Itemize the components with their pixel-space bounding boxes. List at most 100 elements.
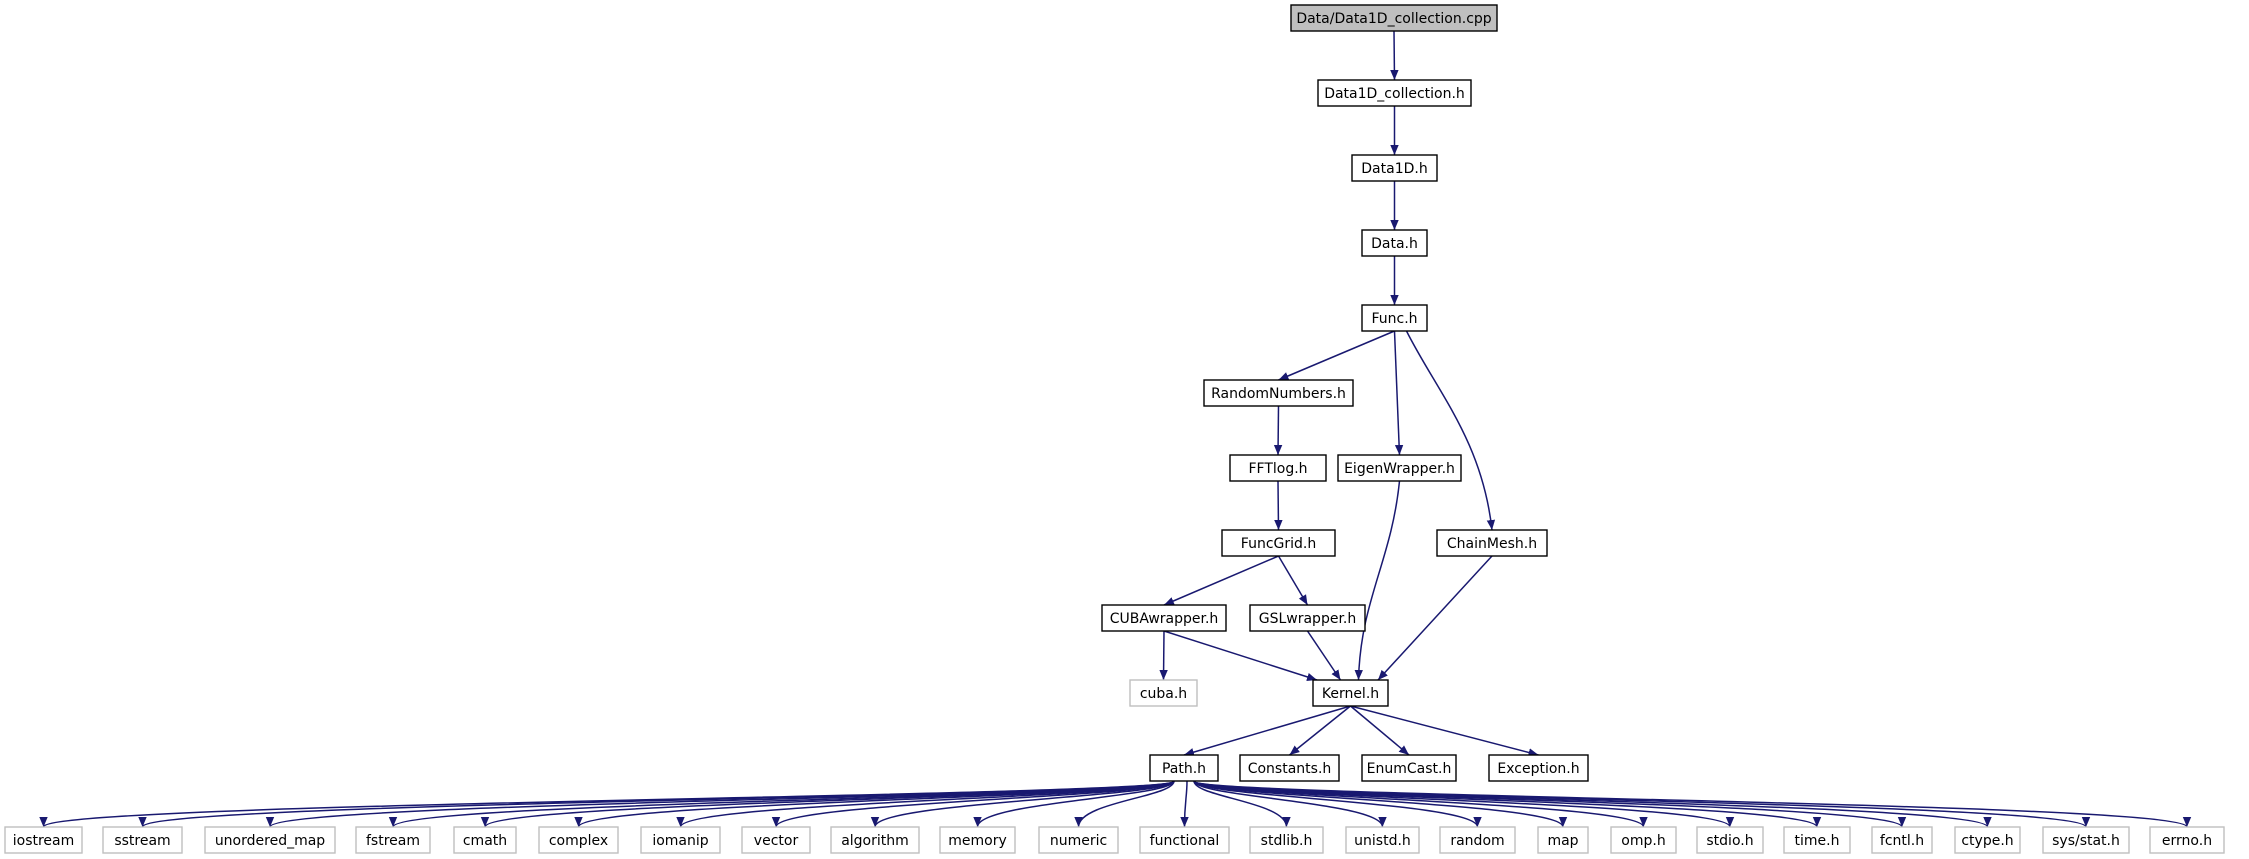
node-func[interactable]: Func.h	[1361, 304, 1428, 332]
node-umap: unordered_map	[204, 826, 336, 854]
node-label: omp.h	[1621, 833, 1665, 849]
node-box	[1871, 826, 1933, 854]
node-errno: errno.h	[2149, 826, 2225, 854]
edge-path-to-memory	[973, 780, 1175, 828]
node-cmath: cmath	[453, 826, 517, 854]
node-box	[1038, 826, 1119, 854]
node-functional: functional	[1139, 826, 1230, 854]
edge-path-to-numeric	[1074, 780, 1175, 828]
node-label: functional	[1150, 833, 1220, 849]
node-label: FuncGrid.h	[1241, 536, 1316, 552]
edge-func-to-rand	[1278, 330, 1395, 381]
edge-kernel-to-path	[1183, 705, 1351, 757]
node-enum[interactable]: EnumCast.h	[1361, 754, 1457, 782]
node-d1col[interactable]: Data1D_collection.h	[1317, 79, 1472, 107]
node-label: unistd.h	[1354, 833, 1411, 849]
edge-path-to-stdlib	[1193, 780, 1291, 828]
node-box	[1337, 454, 1462, 482]
node-chain[interactable]: ChainMesh.h	[1436, 529, 1548, 557]
node-fcntl: fcntl.h	[1871, 826, 1933, 854]
node-iomanip: iomanip	[640, 826, 721, 854]
node-d1[interactable]: Data1D.h	[1351, 154, 1438, 182]
node-box	[1954, 826, 2021, 854]
node-box	[1239, 754, 1340, 782]
node-fstream: fstream	[355, 826, 431, 854]
node-label: complex	[549, 833, 608, 849]
node-funcgrid[interactable]: FuncGrid.h	[1221, 529, 1336, 557]
node-box	[1439, 826, 1516, 854]
node-root[interactable]: Data/Data1D_collection.cpp	[1290, 4, 1498, 32]
node-label: sstream	[114, 833, 170, 849]
node-label: Constants.h	[1248, 761, 1332, 777]
edge-cuba-to-kernel	[1163, 630, 1318, 681]
node-box	[1221, 529, 1336, 557]
node-kernel[interactable]: Kernel.h	[1312, 679, 1389, 707]
node-box	[1436, 529, 1548, 557]
node-box	[102, 826, 183, 854]
node-box	[453, 826, 517, 854]
node-label: stdlib.h	[1261, 833, 1313, 849]
node-label: EnumCast.h	[1367, 761, 1452, 777]
node-label: algorithm	[841, 833, 909, 849]
node-const[interactable]: Constants.h	[1239, 754, 1340, 782]
node-box	[1312, 679, 1389, 707]
node-label: Data.h	[1371, 236, 1418, 252]
edge-kernel-to-enum	[1350, 705, 1410, 756]
node-fftlog[interactable]: FFTlog.h	[1229, 454, 1327, 482]
node-box	[1361, 304, 1428, 332]
node-rand[interactable]: RandomNumbers.h	[1203, 379, 1354, 407]
node-box	[1361, 754, 1457, 782]
node-box	[355, 826, 431, 854]
node-label: iostream	[13, 833, 75, 849]
node-eigen[interactable]: EigenWrapper.h	[1337, 454, 1462, 482]
node-box	[4, 826, 83, 854]
node-path[interactable]: Path.h	[1149, 754, 1219, 782]
node-label: Kernel.h	[1322, 686, 1379, 702]
node-box	[538, 826, 619, 854]
node-label: GSLwrapper.h	[1259, 611, 1357, 627]
node-box	[1101, 604, 1227, 632]
edges	[39, 30, 2191, 828]
node-complex: complex	[538, 826, 619, 854]
node-cuba[interactable]: CUBAwrapper.h	[1101, 604, 1227, 632]
node-box	[1139, 826, 1230, 854]
edge-funcgrid-to-gsl	[1277, 555, 1309, 606]
edge-path-to-unistd	[1193, 780, 1387, 828]
edge-cuba-to-cubah	[1159, 630, 1168, 681]
node-cubah: cuba.h	[1129, 679, 1198, 707]
node-box	[830, 826, 920, 854]
node-box	[1488, 754, 1589, 782]
edge-kernel-to-const	[1289, 705, 1351, 756]
node-box	[1229, 454, 1327, 482]
node-gsl[interactable]: GSLwrapper.h	[1249, 604, 1366, 632]
node-label: fstream	[366, 833, 420, 849]
node-memory: memory	[939, 826, 1016, 854]
edge-eigen-to-kernel	[1354, 480, 1401, 681]
node-ctype: ctype.h	[1954, 826, 2021, 854]
node-label: EigenWrapper.h	[1344, 461, 1455, 477]
edge-funcgrid-to-cuba	[1163, 555, 1279, 606]
node-label: Exception.h	[1497, 761, 1579, 777]
edge-path-to-time	[1193, 780, 1821, 828]
edge-chain-to-kernel	[1377, 555, 1493, 681]
node-label: FFTlog.h	[1248, 461, 1307, 477]
node-box	[1317, 79, 1472, 107]
node-box	[1149, 754, 1219, 782]
node-box	[204, 826, 336, 854]
node-label: Data1D.h	[1361, 161, 1427, 177]
node-sstream: sstream	[102, 826, 183, 854]
node-label: Data/Data1D_collection.cpp	[1296, 11, 1491, 27]
node-label: vector	[754, 833, 799, 849]
node-box	[1249, 604, 1366, 632]
edge-path-to-algorithm	[870, 780, 1175, 828]
node-random: random	[1439, 826, 1516, 854]
node-data[interactable]: Data.h	[1361, 229, 1428, 257]
node-exc[interactable]: Exception.h	[1488, 754, 1589, 782]
node-label: numeric	[1050, 833, 1107, 849]
node-label: iomanip	[652, 833, 708, 849]
node-label: stdio.h	[1706, 833, 1753, 849]
edge-fftlog-to-funcgrid	[1274, 480, 1283, 531]
node-label: RandomNumbers.h	[1211, 386, 1346, 402]
node-label: ChainMesh.h	[1447, 536, 1537, 552]
